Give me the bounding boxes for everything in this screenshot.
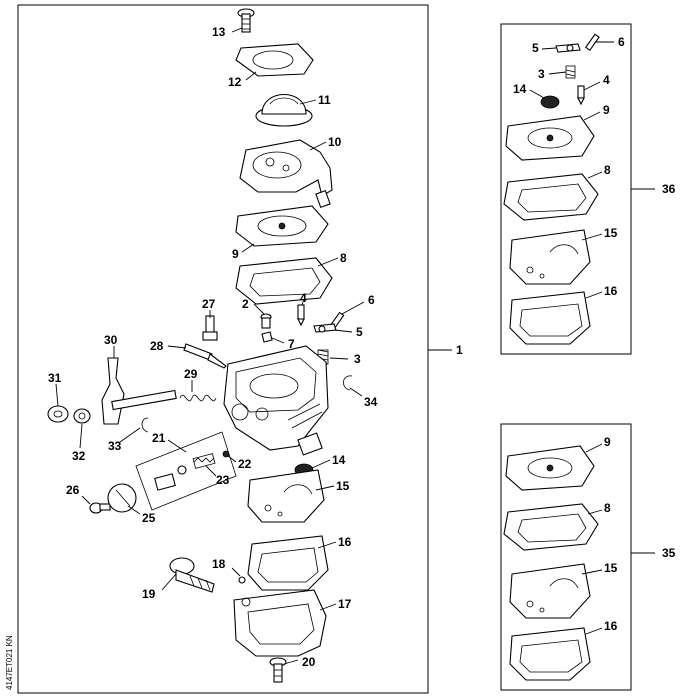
label-31: 31 (48, 371, 62, 385)
kit35-kit-label: 35 (662, 546, 676, 560)
label-17: 17 (338, 597, 352, 611)
part-29-spring (179, 394, 217, 402)
label-11: 11 (318, 93, 331, 107)
label-16: 16 (338, 535, 352, 549)
kit36-leader-lines (529, 41, 614, 299)
label-23: 23 (216, 473, 230, 487)
kit36-label-14: 14 (513, 82, 527, 96)
kit36-label-8: 8 (604, 163, 611, 177)
kit36-part-4-needle (577, 85, 585, 106)
part-21-kit-outline (135, 431, 237, 511)
kit36-label-9: 9 (603, 103, 610, 117)
label-12: 12 (228, 75, 242, 89)
kit35-part-15-plate (509, 563, 591, 619)
part-10-cover (239, 139, 333, 208)
kit36-label-5: 5 (532, 41, 539, 55)
kit-35-frame (500, 423, 632, 691)
part-31-ring (47, 405, 69, 423)
kit35-part-8-gasket (503, 503, 599, 551)
kit36-part-9-diaphragm (505, 115, 595, 161)
svg-text:4147ET021 KN: 4147ET021 KN (5, 635, 14, 690)
part-34-clip (343, 375, 353, 391)
part-12-gasket (235, 43, 314, 77)
kit36-part-5-lever (555, 43, 581, 53)
kit36-part-16-gasket (509, 291, 591, 345)
kit35-label-15: 15 (604, 561, 618, 575)
main-leader-lines (55, 27, 365, 665)
label-32: 32 (72, 449, 86, 463)
kit36-label-4: 4 (603, 73, 610, 87)
figure-code: 4147ET021 KN (5, 635, 14, 690)
part-33-clip (141, 417, 149, 433)
label-21: 21 (152, 431, 166, 445)
label-18: 18 (212, 557, 226, 571)
part-26-screw (89, 502, 111, 514)
label-5: 5 (356, 325, 363, 339)
label-1: 1 (456, 343, 463, 357)
kit36-kit-label: 36 (662, 182, 676, 196)
part-13-screw (237, 8, 255, 33)
label-30: 30 (104, 333, 118, 347)
kit36-part-15-plate (509, 229, 591, 285)
carburetor-body (223, 345, 329, 456)
label-34: 34 (364, 395, 378, 409)
part-8-gasket (235, 257, 333, 305)
part-28-needle-screw (183, 343, 227, 369)
label-10: 10 (328, 135, 342, 149)
part-32-washer (73, 408, 91, 424)
part-20-screw (269, 657, 287, 683)
part-18-ball (238, 576, 246, 584)
part-15-diaphragm-plate (247, 469, 325, 523)
part-22-ball (222, 450, 230, 458)
label-3: 3 (354, 352, 361, 366)
label-4: 4 (300, 291, 307, 305)
kit35-leader-lines (581, 443, 603, 635)
kit36-label-6: 6 (618, 35, 625, 49)
label-22: 22 (238, 457, 252, 471)
kit36-label-16: 16 (604, 284, 618, 298)
part-27-valve (202, 315, 218, 341)
label-9: 9 (232, 247, 239, 261)
kit35-label-16: 16 (604, 619, 618, 633)
kit35-part-9-diaphragm (505, 445, 595, 491)
label-14: 14 (332, 453, 346, 467)
part-2-screw (260, 313, 272, 329)
kit35-part-16-gasket (509, 627, 591, 681)
label-19: 19 (142, 587, 156, 601)
kit36-label-3: 3 (538, 67, 545, 81)
part-19-needle-valve (169, 557, 215, 593)
label-15: 15 (336, 479, 350, 493)
kit36-label-15: 15 (604, 226, 618, 240)
label-25: 25 (142, 511, 156, 525)
part-25-disc (107, 483, 137, 513)
label-20: 20 (302, 655, 316, 669)
label-26: 26 (66, 483, 80, 497)
part-9-diaphragm (235, 205, 329, 247)
part-16-gasket (247, 535, 329, 591)
label-7: 7 (288, 337, 295, 351)
label-28: 28 (150, 339, 164, 353)
kit36-part-6-pin (585, 33, 600, 52)
kit35-label-8: 8 (604, 501, 611, 515)
part-17-cover (233, 589, 327, 657)
kit36-part-3-spring (565, 65, 576, 79)
kit36-part-8-gasket (503, 173, 599, 221)
label-8: 8 (340, 251, 347, 265)
part-11-primer-bulb (255, 93, 313, 127)
main-assembly-frame (17, 4, 429, 694)
label-6: 6 (368, 293, 375, 307)
part-23-spring (154, 453, 216, 491)
label-29: 29 (184, 367, 198, 381)
kit36-part-14-screen (540, 95, 560, 109)
label-13: 13 (212, 25, 226, 39)
label-2: 2 (242, 297, 249, 311)
part-7-screw (261, 331, 273, 343)
label-33: 33 (108, 439, 122, 453)
label-27: 27 (202, 297, 216, 311)
kit35-label-9: 9 (604, 435, 611, 449)
part-5-lever (313, 323, 337, 333)
part-4-needle (297, 304, 305, 327)
part-30-throttle-lever (101, 357, 177, 425)
